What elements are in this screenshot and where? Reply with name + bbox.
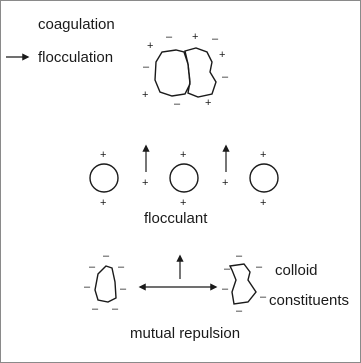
charge-minus: – bbox=[236, 250, 243, 262]
label-coagulation: coagulation bbox=[38, 16, 115, 33]
colloid-charges: – – – – – – – – – – – – – bbox=[84, 250, 267, 317]
charge-minus: – bbox=[222, 283, 229, 295]
colloid-particle-left bbox=[94, 265, 117, 303]
charge-minus: – bbox=[236, 305, 243, 317]
charge-plus: + bbox=[100, 149, 106, 161]
charge-minus: – bbox=[92, 303, 99, 315]
flocculant-particle bbox=[249, 163, 279, 193]
charge-plus: + bbox=[180, 197, 186, 209]
floc-charges: + – + – + – + – + – bbox=[142, 31, 229, 110]
label-mutual-repulsion: mutual repulsion bbox=[130, 325, 240, 342]
charge-minus: – bbox=[212, 33, 219, 45]
charge-plus: + bbox=[260, 149, 266, 161]
flocculant-particle bbox=[169, 163, 199, 193]
charge-minus: – bbox=[174, 98, 181, 110]
charge-minus: – bbox=[84, 281, 91, 293]
charge-minus: – bbox=[103, 250, 110, 262]
flocculant-particles bbox=[89, 163, 279, 193]
floc-particle-right bbox=[184, 47, 217, 98]
colloid-particle-right bbox=[228, 263, 257, 305]
charge-minus: – bbox=[166, 31, 173, 43]
charge-plus: + bbox=[222, 177, 228, 189]
label-constituents: constituents bbox=[269, 292, 349, 309]
colloid-particles bbox=[94, 263, 257, 305]
floc-particle-left bbox=[154, 49, 191, 97]
label-flocculant: flocculant bbox=[144, 210, 208, 227]
charge-plus: + bbox=[142, 177, 148, 189]
charge-minus: – bbox=[256, 261, 263, 273]
charge-minus: – bbox=[260, 291, 267, 303]
charge-plus: + bbox=[205, 97, 211, 109]
flocculant-particle bbox=[89, 163, 119, 193]
charge-minus: – bbox=[118, 261, 125, 273]
charge-minus: – bbox=[89, 261, 96, 273]
charge-minus: – bbox=[112, 303, 119, 315]
charge-plus: + bbox=[192, 31, 198, 43]
label-colloid: colloid bbox=[275, 262, 318, 279]
charge-plus: + bbox=[260, 197, 266, 209]
charge-plus: + bbox=[180, 149, 186, 161]
charge-plus: + bbox=[147, 40, 153, 52]
charge-plus: + bbox=[142, 89, 148, 101]
floc-aggregate bbox=[154, 47, 217, 98]
charge-minus: – bbox=[224, 263, 231, 275]
charge-plus: + bbox=[219, 49, 225, 61]
charge-plus: + bbox=[100, 197, 106, 209]
charge-minus: – bbox=[120, 283, 127, 295]
flocculant-charges: + + + + + + + + bbox=[100, 149, 266, 209]
charge-minus: – bbox=[143, 61, 150, 73]
charge-minus: – bbox=[222, 71, 229, 83]
label-flocculation: flocculation bbox=[38, 49, 113, 66]
